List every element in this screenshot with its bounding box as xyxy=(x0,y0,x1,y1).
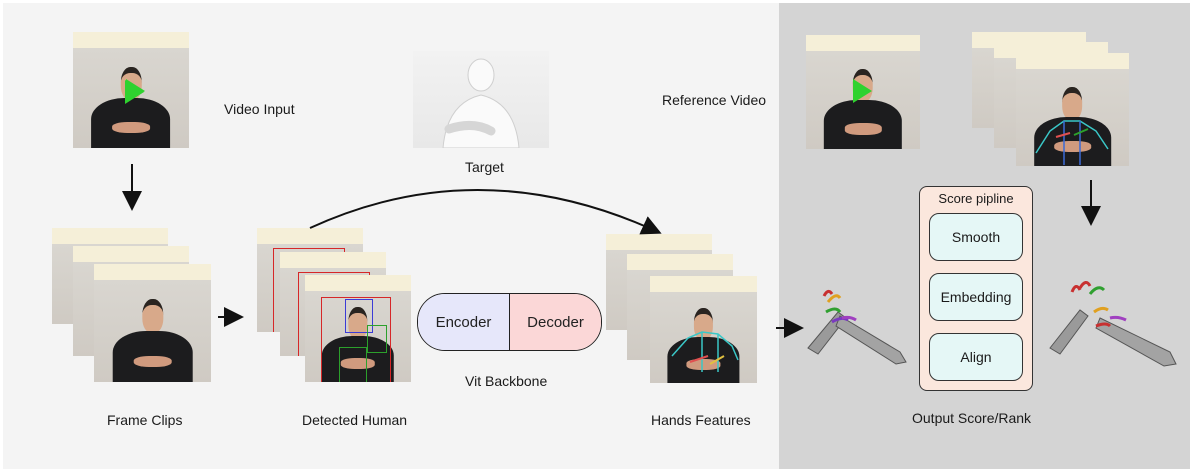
skeleton-overlay xyxy=(1035,120,1109,165)
play-icon[interactable] xyxy=(853,79,872,103)
encoder-decoder-block: Encoder Decoder xyxy=(417,293,602,351)
signer-figure xyxy=(1031,86,1115,166)
score-pipeline-title: Score pipline xyxy=(938,191,1014,206)
signer-figure xyxy=(109,299,196,382)
skeleton-overlay xyxy=(671,331,739,372)
hands-features-label: Hands Features xyxy=(651,412,751,428)
person-bounding-box xyxy=(321,297,391,382)
embedding-step: Embedding xyxy=(929,273,1023,321)
signer-figure xyxy=(319,307,397,382)
hand-mesh-icon xyxy=(807,289,907,365)
hand-bounding-box-right xyxy=(367,325,387,353)
detected-human-label: Detected Human xyxy=(302,412,408,428)
decoder-block: Decoder xyxy=(510,294,601,350)
video-input-frame[interactable] xyxy=(73,32,189,148)
hands-frame-front[interactable] xyxy=(650,276,757,383)
arrow-detected-to-hands xyxy=(309,189,662,235)
target-label: Target xyxy=(465,159,504,175)
signer-figure xyxy=(664,308,743,383)
play-icon[interactable] xyxy=(126,79,145,103)
frame-clips-label: Frame Clips xyxy=(107,412,183,428)
output-score-label: Output Score/Rank xyxy=(912,410,1032,426)
target-avatar-icon xyxy=(442,58,520,148)
hand-bounding-box-left xyxy=(339,347,367,382)
smooth-step: Smooth xyxy=(929,213,1023,261)
score-pipeline-box: Score pipline Smooth Embedding Align xyxy=(919,186,1033,391)
target-render xyxy=(413,51,549,148)
hand-mesh-icon xyxy=(1049,281,1177,367)
encoder-block: Encoder xyxy=(418,294,510,350)
reference-video-label: Reference Video xyxy=(662,92,767,108)
frame-clip-front[interactable] xyxy=(94,264,211,382)
face-bounding-box xyxy=(345,299,373,333)
detected-frame-front[interactable] xyxy=(305,275,411,382)
video-input-label: Video Input xyxy=(224,101,295,117)
reference-frame-front[interactable] xyxy=(1016,53,1129,166)
vit-backbone-label: Vit Backbone xyxy=(465,373,548,389)
align-step: Align xyxy=(929,333,1023,381)
